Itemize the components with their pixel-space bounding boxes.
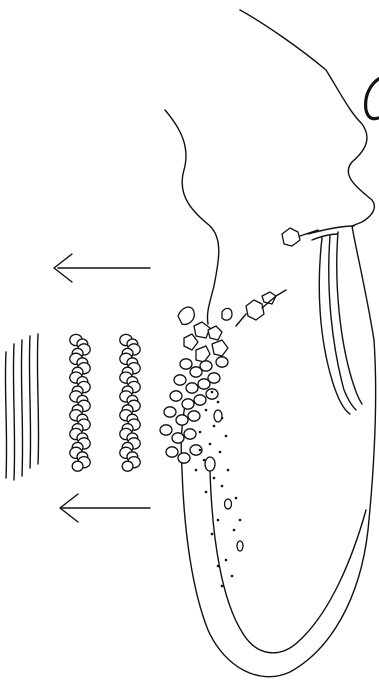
particle-dot [225, 559, 228, 562]
particle-dot [209, 443, 212, 446]
particle-dot [217, 519, 220, 522]
tissue-upper-fold [165, 110, 219, 324]
particle-dot [227, 469, 230, 472]
granule [172, 433, 184, 443]
granule [176, 415, 188, 425]
particle-dot [219, 451, 222, 454]
particle-dot [213, 425, 216, 428]
granule [160, 425, 172, 435]
particle-dot [199, 431, 202, 434]
granule [188, 411, 200, 421]
granule [182, 399, 194, 409]
particle-dot [211, 391, 214, 394]
particle-dot [225, 435, 228, 438]
particle-dot [205, 409, 208, 412]
tissue-inner-contour [210, 470, 366, 653]
granule [194, 395, 206, 405]
granule [216, 357, 228, 367]
particle-dot [221, 585, 224, 588]
granule [186, 383, 198, 393]
particle-dot [239, 519, 242, 522]
particle-dot [231, 575, 234, 578]
particle-dot [199, 449, 202, 452]
particle-dot [205, 491, 208, 494]
granule [164, 407, 176, 417]
particle-dot [221, 485, 224, 488]
granule [174, 375, 186, 385]
flow-arrow-upper [54, 254, 150, 282]
fragment-cluster [178, 228, 300, 362]
granule [178, 453, 190, 463]
particle-dot [211, 533, 214, 536]
thick-edge-stroke [366, 78, 379, 119]
granule [166, 447, 178, 457]
granule [200, 361, 212, 371]
particle-dot [217, 401, 220, 404]
bead-chain-upper [70, 334, 90, 471]
bead [72, 461, 83, 471]
particle-dot [217, 565, 220, 568]
tissue-outline [181, 10, 375, 677]
parallel-fibers [5, 334, 38, 480]
particle-dot [233, 529, 236, 532]
flow-arrow-lower [60, 494, 150, 522]
granule [208, 373, 220, 383]
granule [184, 429, 196, 439]
bead [122, 461, 133, 471]
granule [170, 391, 182, 401]
bead-chain-lower [120, 334, 140, 471]
particle-dot [213, 477, 216, 480]
particle-dot [195, 469, 198, 472]
particle-dot [235, 497, 238, 500]
granule [180, 359, 192, 369]
granule [206, 389, 218, 399]
fiber-lines-right [308, 226, 362, 414]
